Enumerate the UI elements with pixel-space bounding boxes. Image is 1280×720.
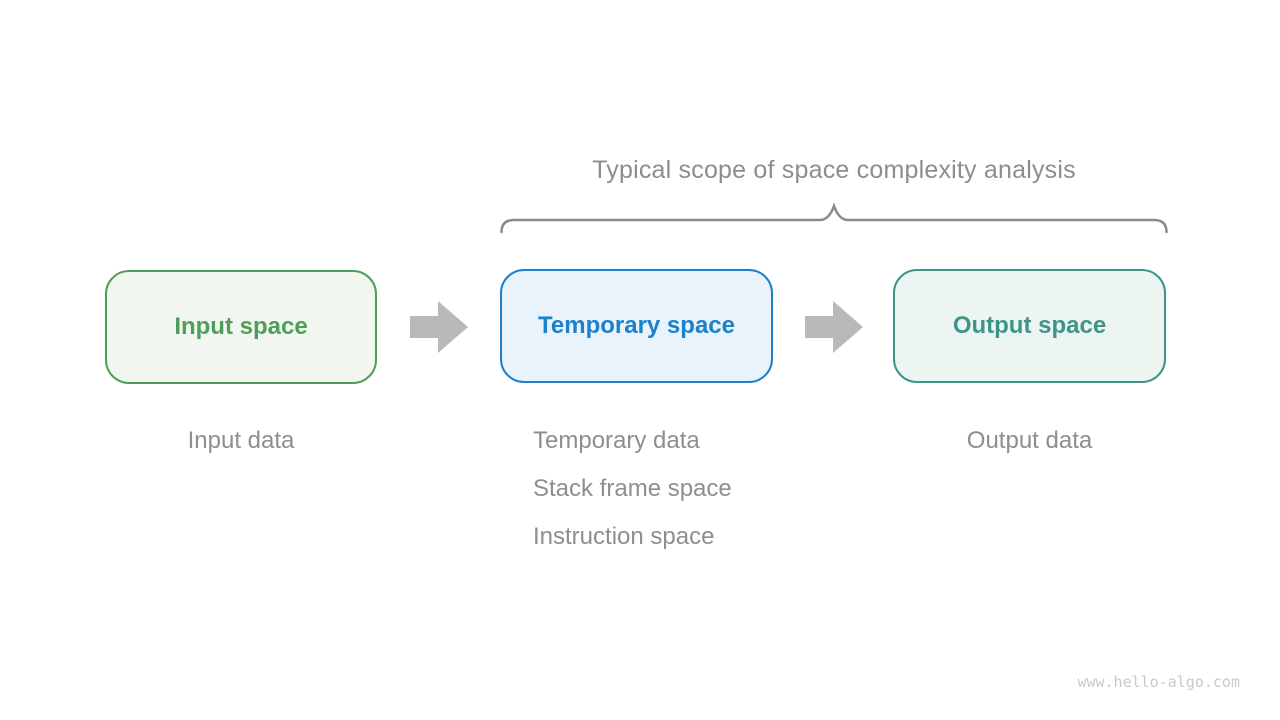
temporary-data-label: Temporary data [533,427,700,454]
output-space-box: Output space [893,269,1166,383]
temporary-annotations: Temporary data Stack frame space Instruc… [533,417,732,561]
output-data-label: Output data [966,427,1093,454]
input-space-label: Input space [174,313,308,340]
arrow-right-icon [410,301,468,353]
temporary-space-label: Temporary space [538,312,735,339]
instruction-space-label: Instruction space [533,523,715,550]
watermark: www.hello-algo.com [1077,673,1240,691]
input-space-box: Input space [105,270,377,384]
stack-frame-space-label: Stack frame space [533,475,732,502]
scope-brace-icon [500,202,1168,234]
arrow-right-icon [805,301,863,353]
output-space-label: Output space [952,312,1107,339]
input-data-label: Input data [187,427,295,454]
scope-caption: Typical scope of space complexity analys… [592,156,1076,184]
temporary-space-box: Temporary space [500,269,773,383]
